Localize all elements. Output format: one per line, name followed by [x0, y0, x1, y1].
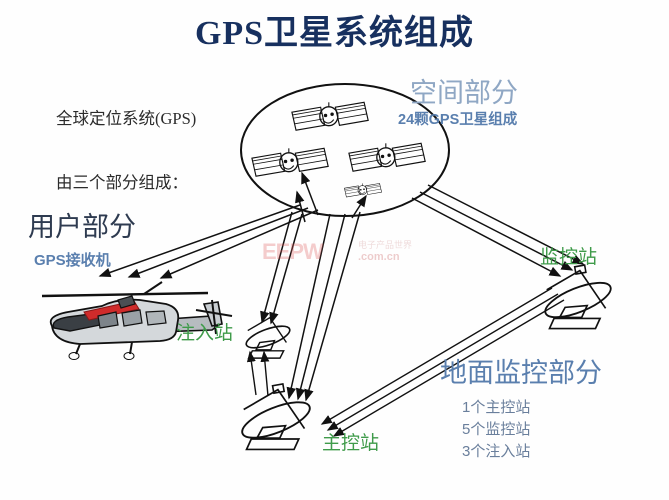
- ground-detail-injection: 3个注入站: [462, 443, 531, 460]
- user-segment-subtitle: GPS接收机: [34, 252, 111, 269]
- satellite-icon: [251, 147, 329, 177]
- intro-line-1: 全球定位系统(GPS): [56, 108, 197, 128]
- helicopter-icon: [41, 281, 233, 360]
- ground-detail-master: 1个主控站: [462, 399, 531, 416]
- satellite-icon: [344, 183, 382, 198]
- space-segment-subtitle: 24颗GPS卫星组成: [398, 112, 518, 128]
- satellite-dish-icon: [242, 316, 294, 359]
- orbit-ellipse-icon: [240, 83, 450, 217]
- signal-beams: [98, 171, 585, 437]
- satellite-dish-icon: [236, 382, 316, 451]
- label-injection-station: 注入站: [176, 323, 234, 344]
- ground-segment-title: 地面监控部分: [440, 358, 602, 388]
- satellite-icon: [291, 101, 369, 131]
- ground-detail-monitor: 5个监控站: [462, 421, 531, 438]
- label-monitor-station: 监控站: [540, 247, 598, 268]
- page-title: GPS卫星系统组成: [194, 15, 475, 52]
- satellite-icon: [348, 142, 426, 172]
- intro-line-2: 由三个部分组成：: [56, 172, 188, 192]
- label-master-control-station: 主控站: [322, 433, 380, 454]
- space-segment-title: 空间部分: [410, 78, 518, 108]
- intro-text: 全球定位系统(GPS) 由三个部分组成：: [56, 68, 196, 234]
- user-segment-title: 用户部分: [28, 212, 136, 242]
